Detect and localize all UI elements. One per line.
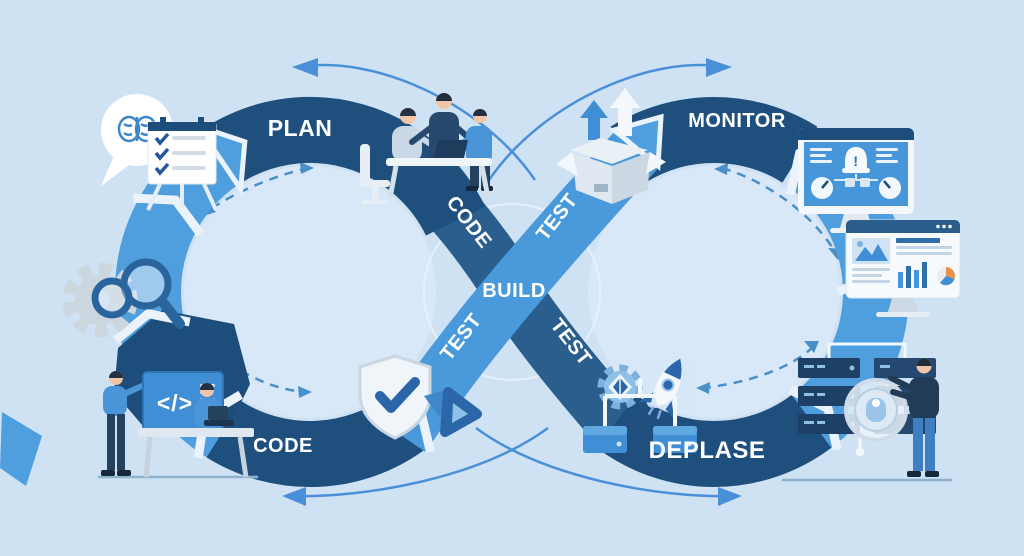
arrowhead-left-bottom-icon — [282, 487, 306, 506]
plan-arc — [206, 97, 486, 237]
label-monitor: MONITOR — [688, 110, 786, 132]
label-deploy-arc: DEPLASE — [649, 437, 766, 464]
code-arc — [206, 394, 428, 488]
swoosh-top-right — [487, 63, 723, 181]
package-gear-icon — [597, 364, 643, 410]
left-loop-inner-glow — [184, 166, 436, 418]
gear-magnifier-icon — [62, 258, 185, 338]
checklist-easel-icon — [146, 117, 218, 211]
arrowhead-left-icon — [292, 58, 318, 77]
alert-monitor-icon: ! — [798, 128, 914, 233]
swoosh-arrowheads — [282, 58, 742, 506]
alert-exclamation: ! — [853, 153, 858, 169]
arrowhead-right-icon — [706, 58, 732, 77]
shield-check-icon — [358, 354, 432, 440]
swoosh-bottom-left — [291, 426, 549, 498]
planning-meeting-icon — [360, 93, 493, 204]
dashed-arc-left-top — [211, 167, 305, 210]
deploy-arc — [596, 394, 832, 488]
dashed-arc-right-top — [721, 166, 836, 251]
right-loop-inner-glow — [588, 166, 840, 418]
analytics-dashboard-icon — [845, 219, 961, 317]
bug-badge-icon — [424, 387, 482, 437]
label-code-arc: CODE — [253, 435, 313, 457]
swoosh-arcs — [291, 63, 733, 498]
network-devices-icon — [583, 378, 697, 453]
code-symbol: </> — [157, 390, 193, 416]
corner-wedge — [0, 412, 42, 486]
code-board-team-icon: </> — [98, 371, 258, 479]
server-rack-maintenance-icon — [782, 342, 952, 482]
swoosh-bottom-right — [475, 426, 733, 498]
center-faint-circle — [423, 203, 601, 381]
label-ribbon-build: BUILD — [482, 280, 546, 302]
arrowhead-right-bottom-icon — [718, 487, 742, 506]
release-box-icon — [556, 88, 666, 204]
label-plan: PLAN — [268, 115, 333, 141]
